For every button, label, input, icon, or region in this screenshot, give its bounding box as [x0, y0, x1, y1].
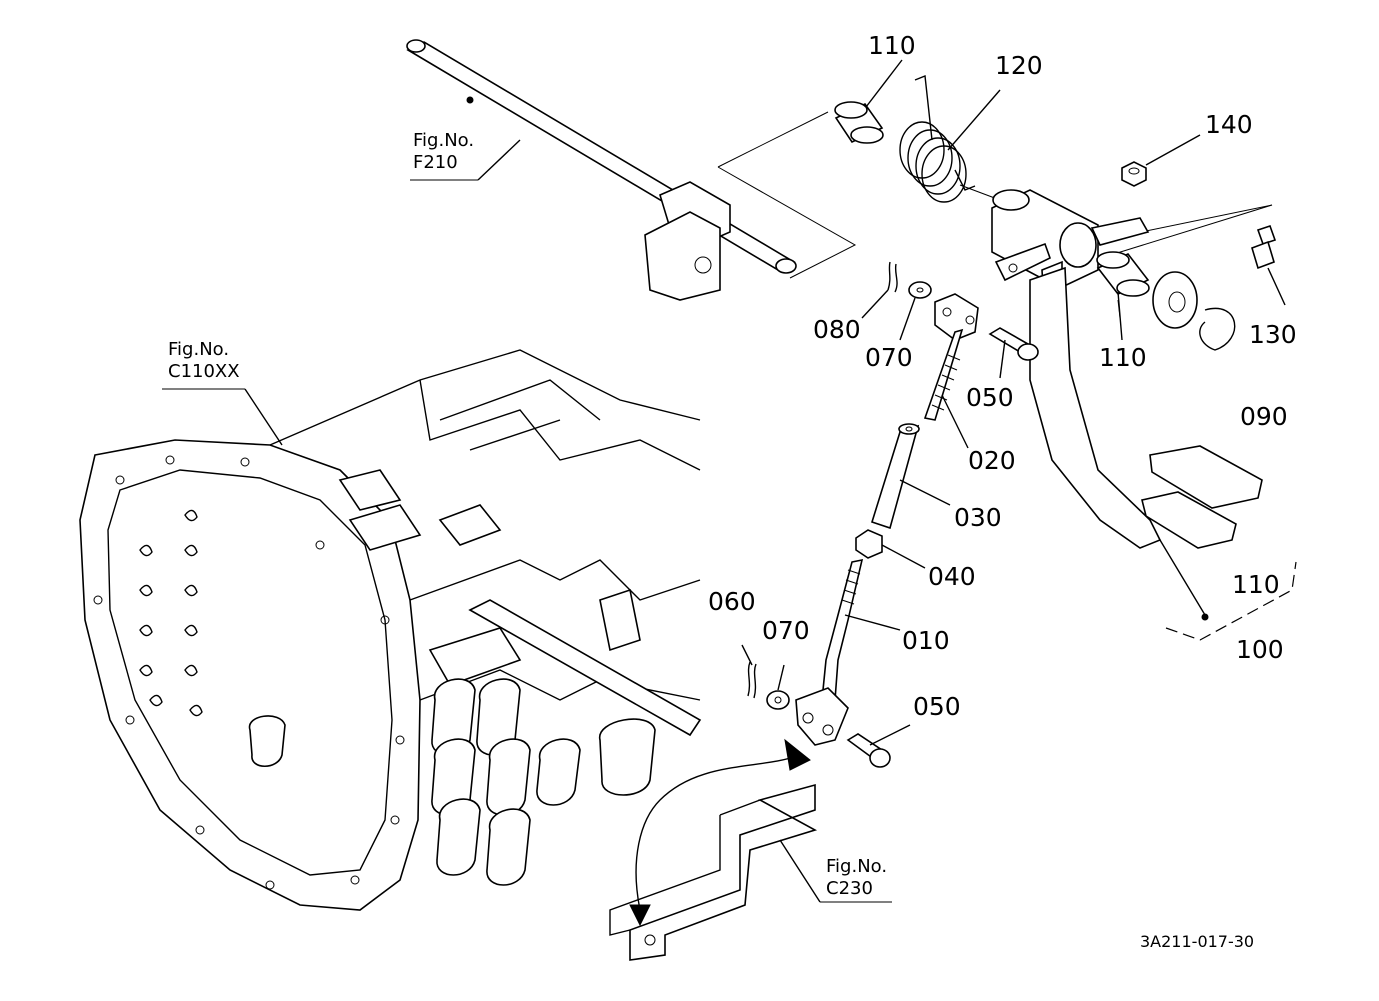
part-label-050-low: 050 [913, 692, 961, 721]
pedal-bracket-drawing [609, 783, 892, 961]
part-label-100: 100 [1236, 635, 1284, 664]
part-label-140: 140 [1205, 110, 1253, 139]
label-leader-lines [1117, 299, 1121, 319]
part-label-010: 010 [902, 626, 950, 655]
housing-holes [93, 455, 405, 890]
drawing-code: 3A211-017-30 [1140, 932, 1255, 951]
transmission-housing-drawing [79, 349, 702, 911]
figure-ref-c230-line1: Fig.No. [826, 856, 888, 877]
part-label-030: 030 [954, 503, 1002, 532]
cross-shaft-drawing [406, 39, 797, 301]
figure-ref-f210-line1: Fig.No. [413, 130, 475, 151]
part-label-110-low: 110 [1232, 570, 1280, 599]
part-label-060: 060 [708, 587, 756, 616]
figure-ref-c230-line2: C230 [826, 878, 873, 899]
part-label-110-mid: 110 [1099, 343, 1147, 372]
part-label-040: 040 [928, 562, 976, 591]
assembly-direction-arrow [629, 738, 811, 927]
part-label-020: 020 [968, 446, 1016, 475]
figure-ref-f210-line2: F210 [413, 152, 458, 173]
figure-ref-c110xx-line2: C110XX [168, 361, 240, 382]
figure-ref-c110xx: Fig.No. C110XX [168, 339, 240, 383]
bushing-washer-drawing [1096, 251, 1236, 351]
part-label-090: 090 [1240, 402, 1288, 431]
part-label-050-top: 050 [966, 383, 1014, 412]
part-label-110-top: 110 [868, 31, 916, 60]
part-label-130: 130 [1249, 320, 1297, 349]
part-label-070-top: 070 [865, 343, 913, 372]
part-label-120: 120 [995, 51, 1043, 80]
bushing-top-drawing [834, 59, 903, 144]
part-label-070-low: 070 [762, 616, 810, 645]
clutch-pedal-drawing [991, 189, 1297, 641]
part-label-080: 080 [813, 315, 861, 344]
clutch-rod-assembly-drawing [861, 261, 1039, 449]
figure-ref-f210: Fig.No. F210 [413, 130, 474, 174]
return-spring-drawing [899, 75, 1001, 203]
figure-ref-c110xx-line1: Fig.No. [168, 339, 230, 360]
nut-bolt-drawing [1121, 134, 1286, 306]
turnbuckle-rod-drawing [795, 423, 951, 746]
lower-pin-parts-drawing [741, 644, 911, 768]
figure-ref-c230: Fig.No. C230 [826, 856, 887, 900]
